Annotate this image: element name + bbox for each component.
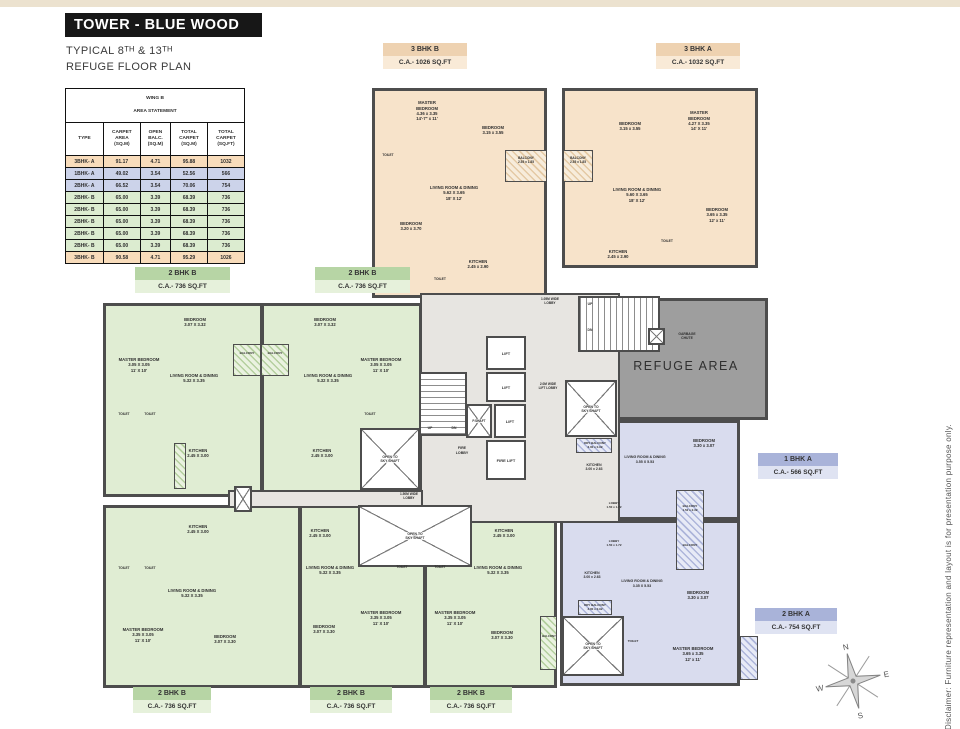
balcony	[233, 344, 261, 376]
column-header: TOTAL CARPET (SQ.FT)	[206, 122, 246, 157]
subtitle-line1: TYPICAL 8ᵀᴴ & 13ᵀᴴ	[66, 45, 173, 57]
compass-south-label: S	[857, 711, 864, 721]
unit-area-label: C.A.- 736 SQ.FT	[133, 700, 211, 713]
lift: LIFT	[494, 404, 526, 438]
staircase	[578, 296, 660, 352]
balcony	[563, 150, 593, 182]
table-title-row: WING B AREA STATEMENT	[65, 87, 245, 124]
unit-3bhk-a	[562, 88, 758, 268]
lift: LIFT	[486, 372, 526, 402]
column-header: CARPET AREA (SQ.M)	[102, 122, 141, 157]
unit-area-label: C.A.- 736 SQ.FT	[135, 280, 230, 293]
sky-shaft: OPEN TO SKY SHAFT	[562, 616, 624, 676]
page-subtitle: TYPICAL 8ᵀᴴ & 13ᵀᴴ REFUGE FLOOR PLAN	[66, 44, 191, 76]
unit-area-label: C.A.- 736 SQ.FT	[315, 280, 410, 293]
balcony	[676, 490, 704, 570]
unit-type-label: 2 BHK B	[310, 687, 392, 700]
sky-shaft: OPEN TO SKY SHAFT	[358, 505, 472, 567]
page-top-strip	[0, 0, 960, 7]
compass-rose: N E S W	[815, 642, 890, 721]
lift: LIFT	[486, 336, 526, 370]
plumbing-shaft: P.SHAFT	[466, 404, 492, 438]
balcony	[540, 616, 557, 670]
sky-shaft: OPEN TO SKY SHAFT	[565, 380, 617, 437]
unit-type-label: 2 BHK B	[430, 687, 512, 700]
page-title-text: TOWER - BLUE WOOD	[74, 17, 240, 33]
balcony	[261, 344, 289, 376]
unit-area-label: C.A.- 1026 SQ.FT	[383, 56, 467, 69]
unit-type-label: 1 BHK A	[758, 453, 838, 466]
unit-2bhk-b-3	[103, 505, 301, 688]
garbage-chute-shaft	[648, 328, 665, 345]
unit-type-label: 3 BHK A	[656, 43, 740, 56]
subtitle-line2: REFUGE FLOOR PLAN	[66, 60, 192, 73]
unit-type-label: 2 BHK B	[315, 267, 410, 280]
unit-area-label: C.A.- 566 SQ.FT	[758, 466, 838, 479]
unit-3bhk-b	[372, 88, 547, 298]
compass-east-label: E	[883, 669, 890, 679]
corridor	[228, 490, 423, 508]
unit-type-label: 2 BHK A	[755, 608, 837, 621]
compass-west-label: W	[815, 683, 825, 693]
sky-shaft: OPEN TO SKY SHAFT	[360, 428, 420, 490]
staircase	[419, 372, 467, 436]
balcony	[505, 150, 547, 182]
unit-area-label: C.A.- 736 SQ.FT	[430, 700, 512, 713]
unit-type-label: 3 BHK B	[383, 43, 467, 56]
column-header: OPEN BALC. (SQ.M)	[139, 122, 171, 157]
unit-area-label: C.A.- 754 SQ.FT	[755, 621, 837, 634]
fire-lift: FIRE LIFT	[486, 440, 526, 480]
unit-type-label: 2 BHK B	[133, 687, 211, 700]
disclaimer-text: Disclaimer: Furniture representation and…	[944, 423, 953, 729]
unit-type-label: 2 BHK B	[135, 267, 230, 280]
dry-balcony	[576, 438, 612, 453]
unit-area-label: C.A.- 1032 SQ.FT	[656, 56, 740, 69]
table-title: WING B AREA STATEMENT	[65, 87, 245, 124]
column-header: TOTAL CARPET (SQ.M)	[169, 122, 208, 157]
unit-area-label: C.A.- 736 SQ.FT	[310, 700, 392, 713]
electrical-shaft	[234, 486, 252, 512]
balcony	[740, 636, 758, 680]
compass-north-label: N	[842, 642, 850, 652]
dry-balcony	[578, 600, 612, 615]
page-title: TOWER - BLUE WOOD	[65, 13, 262, 37]
dry-balcony	[174, 443, 186, 489]
